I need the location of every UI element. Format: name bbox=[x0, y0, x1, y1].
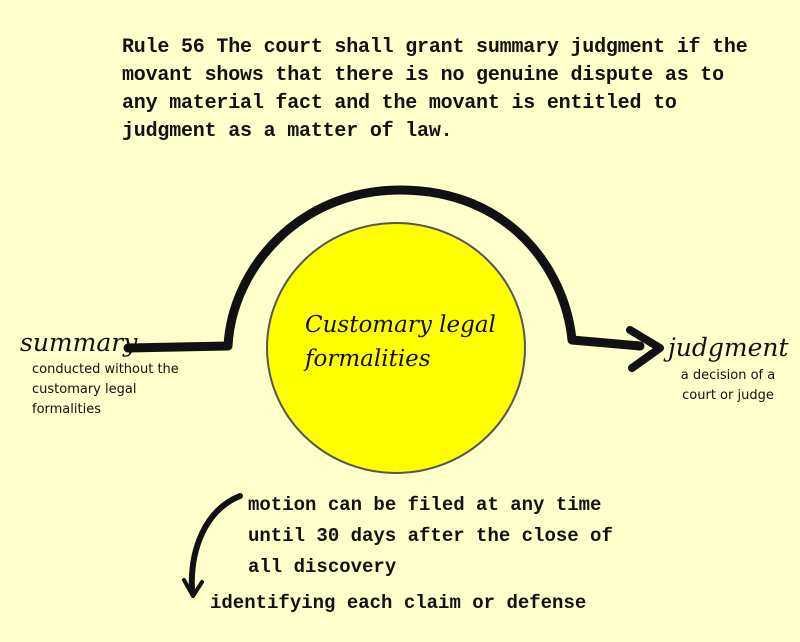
curve-arrowhead-icon bbox=[182, 578, 204, 598]
motion-text: motion can be filed at any time until 30… bbox=[248, 494, 613, 578]
formalities-circle bbox=[266, 222, 526, 474]
circle-label: Customary legal formalities bbox=[305, 312, 496, 372]
judgment-term: judgment bbox=[668, 333, 789, 362]
identify-text: identifying each claim or defense bbox=[210, 592, 587, 614]
rule-56-text: Rule 56 The court shall grant summary ju… bbox=[122, 36, 748, 143]
summary-term: summary bbox=[20, 328, 138, 357]
summary-to-judgment-arrow bbox=[123, 185, 645, 353]
motion-curve-arrow bbox=[188, 493, 243, 593]
judgment-definition: a decision of a court or judge bbox=[680, 368, 776, 403]
summary-definition: conducted without the customary legal fo… bbox=[32, 362, 179, 417]
arrowhead-icon bbox=[626, 326, 664, 372]
